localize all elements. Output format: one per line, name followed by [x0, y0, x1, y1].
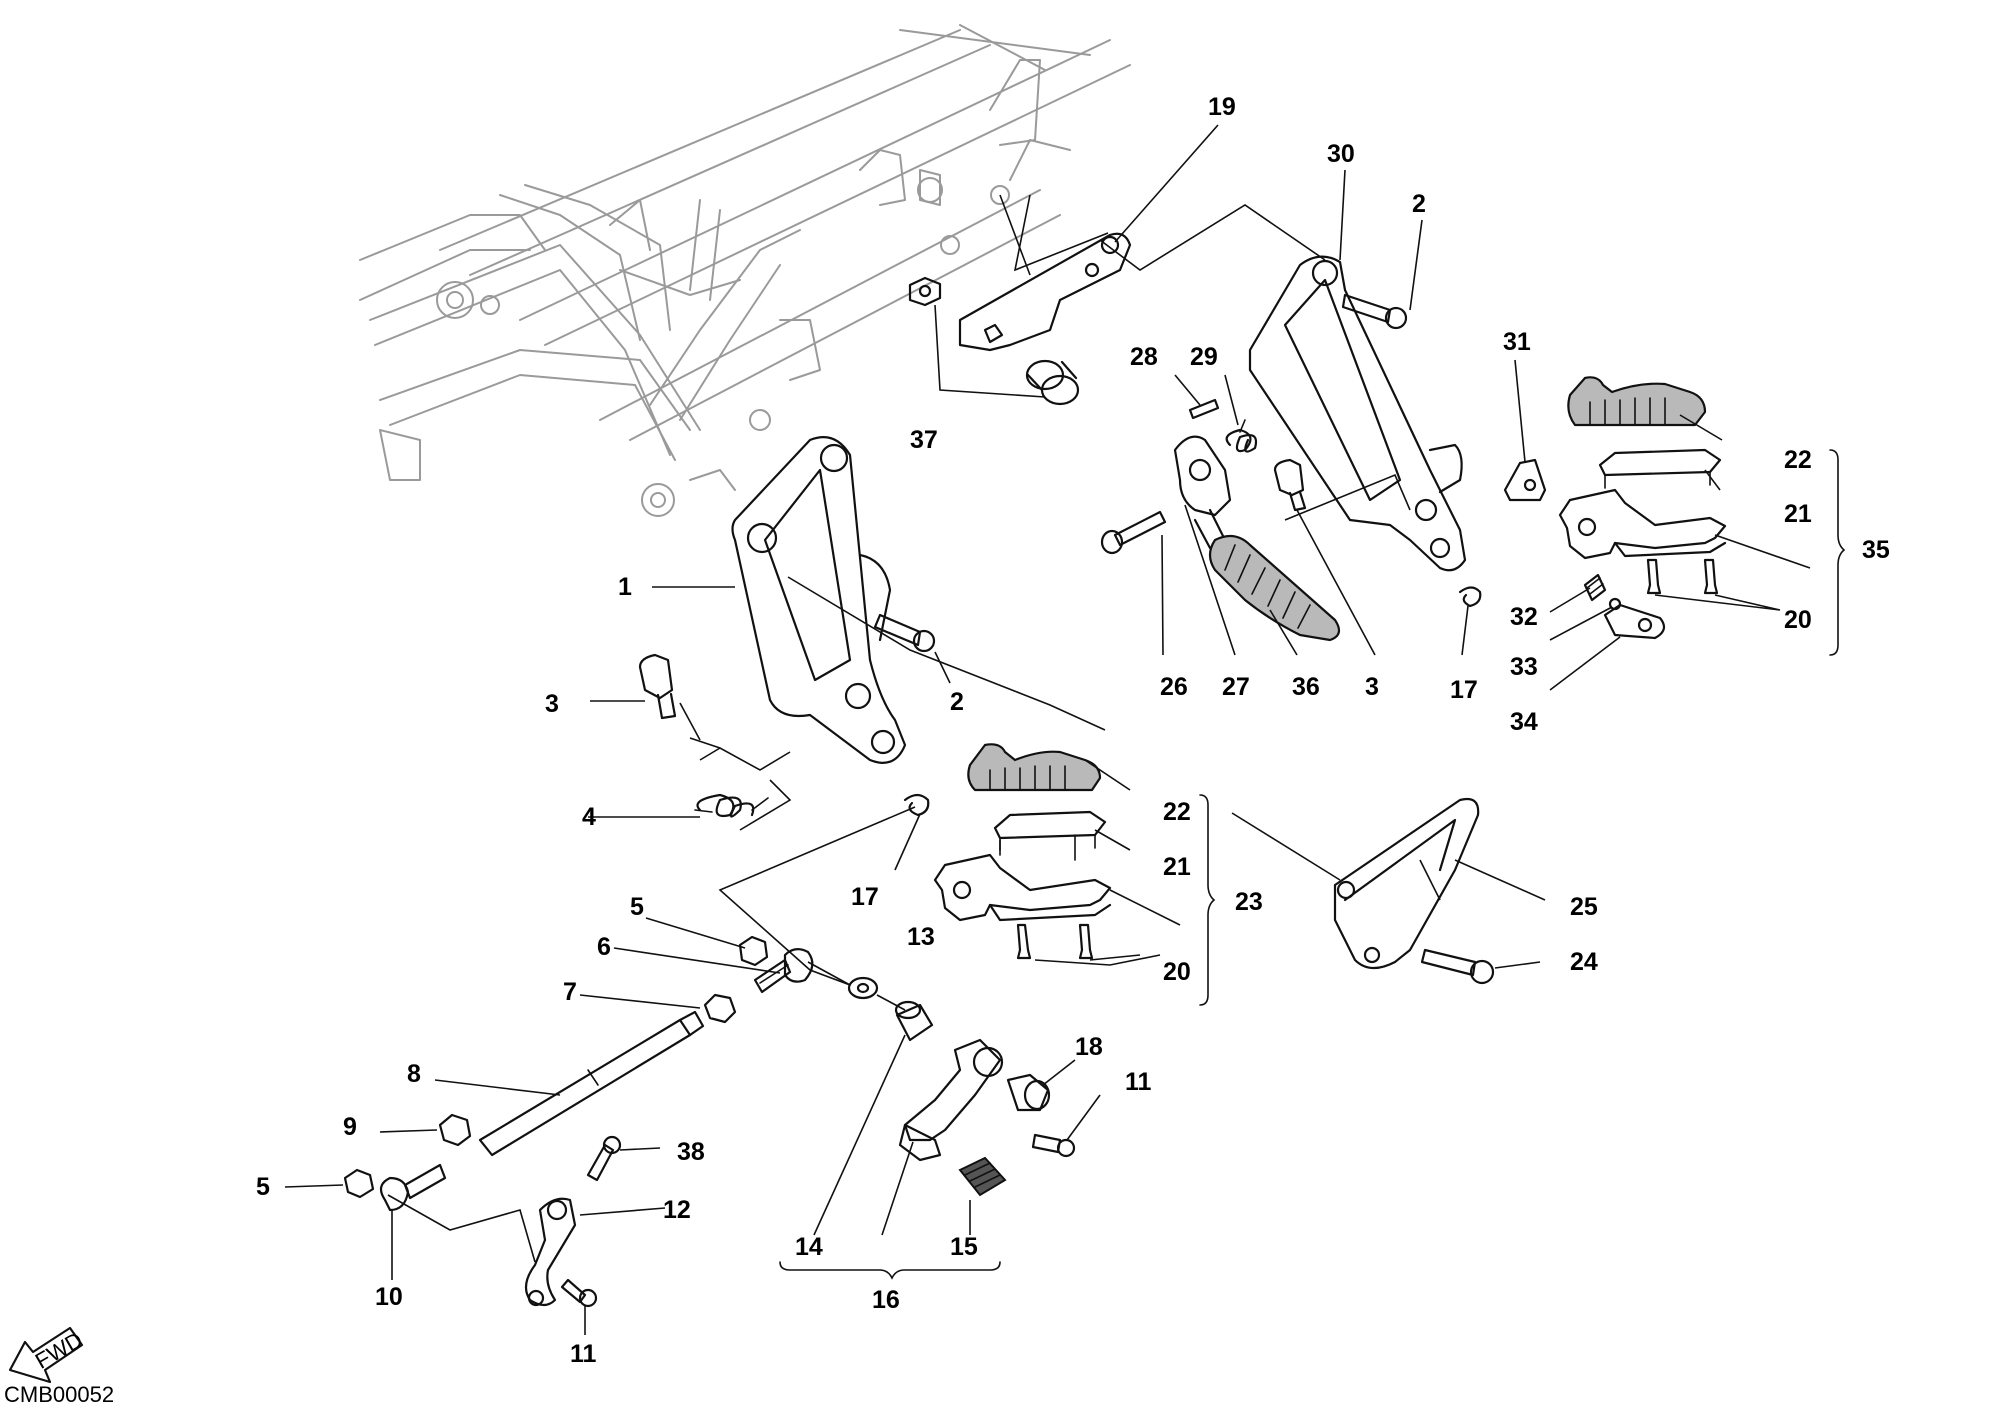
callout-17-right: 17	[1450, 676, 1478, 704]
callout-21: 21	[1163, 853, 1191, 881]
callout-30: 30	[1327, 140, 1355, 168]
callout-37: 37	[910, 426, 938, 454]
spring-32	[1583, 573, 1607, 602]
bolt-2-right	[1341, 293, 1408, 330]
callout-3: 3	[545, 690, 559, 718]
callout-20: 20	[1163, 958, 1191, 986]
footpeg-rubber-22-right	[1567, 376, 1707, 427]
callout-22-right: 22	[1784, 446, 1812, 474]
callout-1: 1	[618, 573, 632, 601]
bolt-2-left	[873, 613, 936, 653]
callout-4: 4	[582, 803, 596, 831]
shift-pedal-16	[898, 1038, 1004, 1162]
callout-29: 29	[1190, 343, 1218, 371]
nut-5-upper	[738, 935, 769, 967]
shift-lever-arm-12	[524, 1197, 577, 1307]
nut-7	[703, 993, 737, 1024]
frame-background	[359, 24, 1131, 517]
callout-17: 17	[851, 883, 879, 911]
washer-13	[847, 976, 879, 1000]
callout-21-right: 21	[1784, 500, 1812, 528]
rod-end-6	[753, 948, 814, 994]
callout-18: 18	[1075, 1033, 1103, 1061]
callout-35: 35	[1862, 536, 1890, 564]
callout-32: 32	[1510, 603, 1538, 631]
nut-9	[438, 1113, 472, 1147]
screws-20-left	[1016, 923, 1094, 960]
callout-7: 7	[563, 978, 577, 1006]
clip-17-right	[1458, 586, 1482, 608]
callout-2: 2	[950, 688, 964, 716]
callout-25: 25	[1570, 893, 1598, 921]
nut-37	[908, 276, 942, 307]
callout-6: 6	[597, 933, 611, 961]
pin-28	[1188, 398, 1220, 420]
right-footpeg-bracket-30	[1248, 255, 1467, 572]
callout-11-lower: 11	[570, 1340, 597, 1368]
bolt-26	[1100, 510, 1167, 555]
plate-21-right	[1598, 448, 1722, 489]
callout-38: 38	[677, 1138, 705, 1166]
callout-labels: 1 2 3 4 17 22 21 23 20 25 24 5 6 7 13 8 …	[256, 93, 1890, 1368]
callout-12: 12	[663, 1196, 691, 1224]
screw-38	[586, 1135, 622, 1182]
shift-rubber-15	[958, 1156, 1007, 1197]
callout-19: 19	[1208, 93, 1236, 121]
callout-16: 16	[872, 1286, 900, 1314]
callout-34: 34	[1510, 708, 1538, 736]
callout-14: 14	[795, 1233, 823, 1261]
callout-10: 10	[375, 1283, 403, 1311]
bracket-19	[958, 232, 1132, 352]
clip-17-left	[903, 793, 930, 817]
screw-11-upper	[1031, 1133, 1076, 1158]
callout-31: 31	[1503, 328, 1531, 356]
bracket-braces	[779, 449, 1846, 1280]
screw-11-lower	[560, 1278, 598, 1308]
spacer-31	[1503, 458, 1547, 502]
callout-5: 5	[630, 893, 644, 921]
callout-13: 13	[907, 923, 935, 951]
callout-3-right: 3	[1365, 673, 1379, 701]
footpeg-body-23-left	[933, 834, 1112, 922]
forward-direction-icon: FWD	[8, 1326, 87, 1384]
callout-20-right: 20	[1784, 606, 1812, 634]
footpeg-rubber-22-left	[967, 743, 1102, 792]
rod-end-10	[379, 1163, 447, 1212]
callout-33: 33	[1510, 653, 1538, 681]
callout-36: 36	[1292, 673, 1320, 701]
callout-28: 28	[1130, 343, 1158, 371]
callout-26: 26	[1160, 673, 1188, 701]
left-footpeg-bracket	[731, 436, 907, 764]
screws-20-right	[1646, 558, 1719, 595]
plate-34	[1603, 603, 1666, 640]
callout-5-lower: 5	[256, 1173, 270, 1201]
spring-29	[1225, 419, 1258, 453]
leader-lines	[284, 124, 1811, 1335]
spring-4	[694, 793, 769, 818]
plate-21-left	[993, 810, 1107, 851]
pin-3-right	[1273, 458, 1307, 512]
pivot-bolt-18	[1006, 1073, 1051, 1112]
bushing-14	[894, 1000, 934, 1042]
drawing-code: CMB00052	[4, 1382, 114, 1407]
callout-15: 15	[950, 1233, 978, 1261]
callout-9: 9	[343, 1113, 357, 1141]
callout-23: 23	[1235, 888, 1263, 916]
heel-guard-25	[1333, 797, 1480, 970]
footpeg-arm-27	[1173, 435, 1232, 550]
shift-rod-8	[478, 1010, 705, 1157]
callout-27: 27	[1222, 673, 1250, 701]
bolt-24	[1420, 948, 1495, 985]
footpeg-rubber-36	[1208, 534, 1341, 642]
callout-11: 11	[1125, 1068, 1152, 1096]
nut-5-lower	[343, 1168, 375, 1199]
callout-8: 8	[407, 1060, 421, 1088]
callout-22: 22	[1163, 798, 1191, 826]
cap-37	[1025, 359, 1080, 406]
pin-3-left	[638, 653, 677, 720]
callout-24: 24	[1570, 948, 1598, 976]
callout-2-right: 2	[1412, 190, 1426, 218]
footpeg-body-35-right	[1558, 488, 1727, 560]
